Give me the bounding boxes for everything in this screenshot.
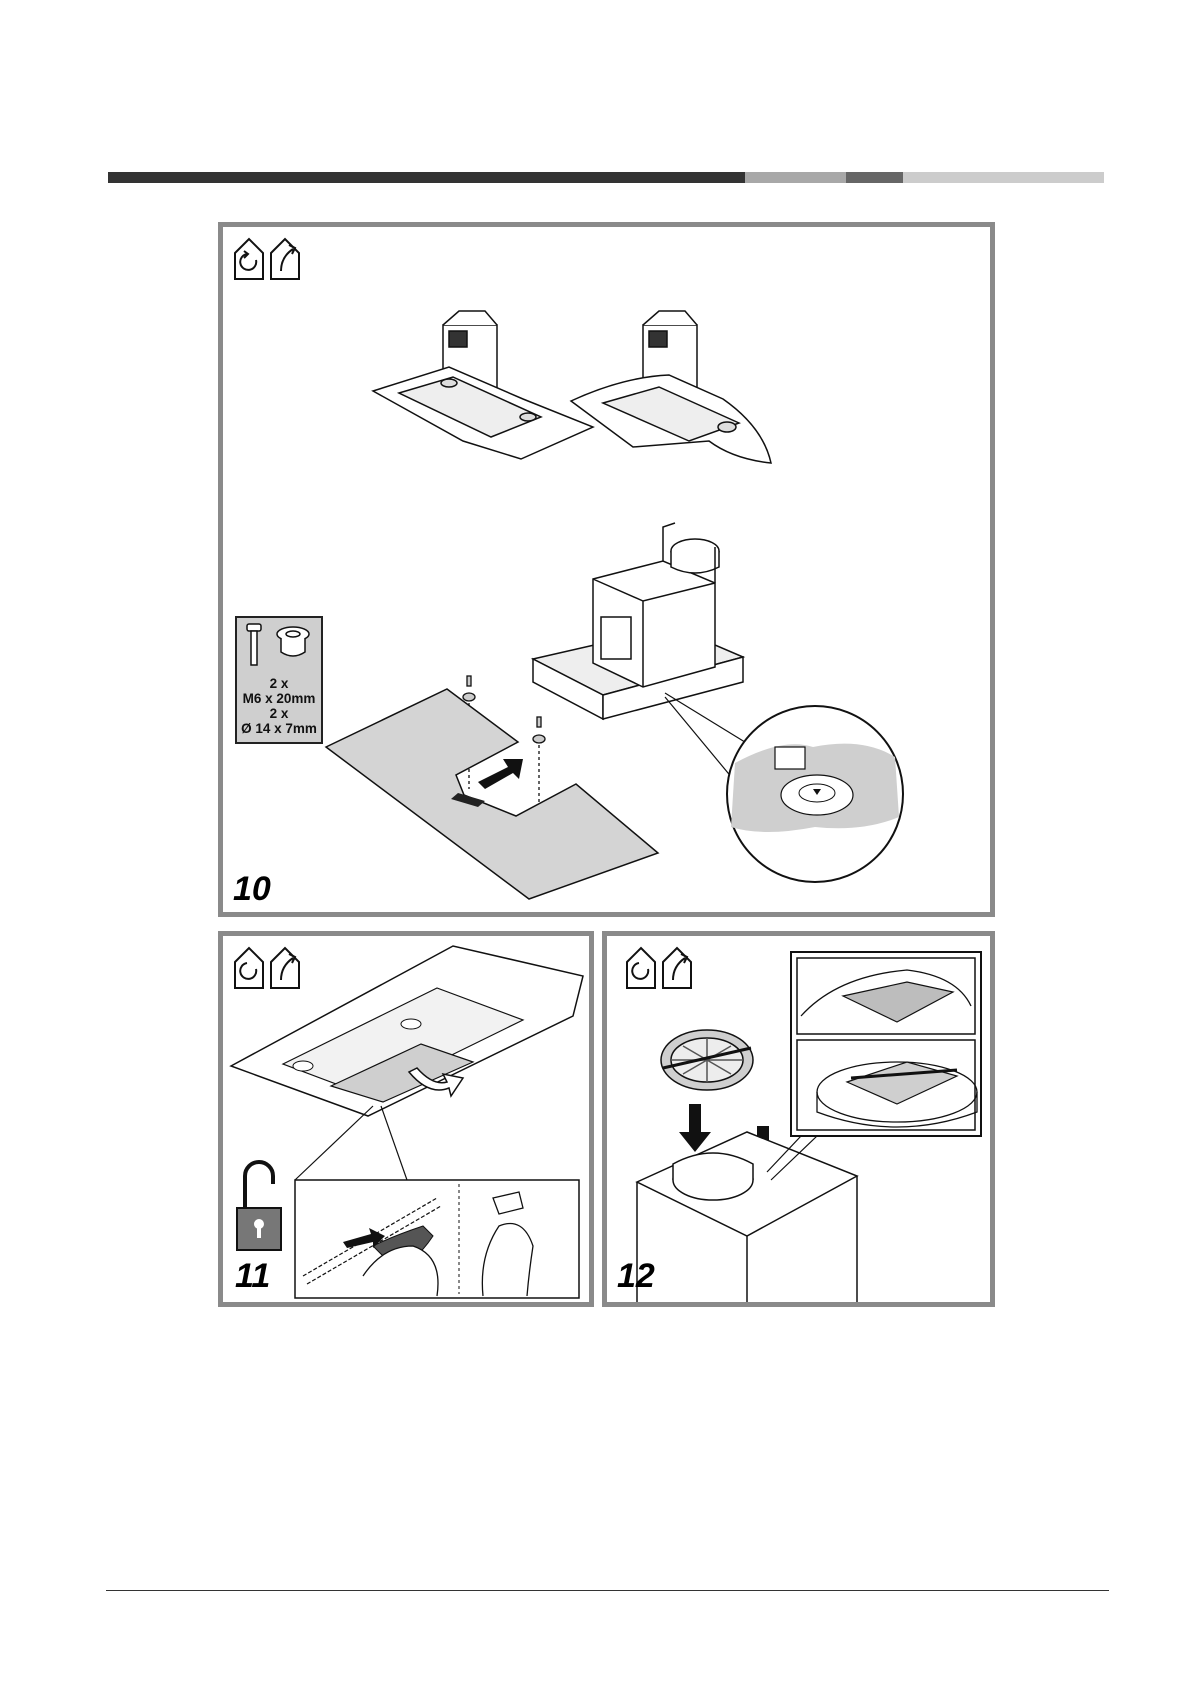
hood-motor-assembly bbox=[533, 523, 743, 719]
washer-icon bbox=[277, 627, 309, 656]
insert-arrow-icon bbox=[478, 759, 523, 789]
screw-quantity: 2 x bbox=[237, 676, 321, 691]
footer-rule bbox=[106, 1590, 1109, 1591]
step-10-panel: 2 x M6 x 20mm 2 x Ø 14 x 7mm 10 bbox=[218, 222, 995, 917]
insert-arrow-icon-left bbox=[679, 1104, 711, 1152]
hardware-kit-box: 2 x M6 x 20mm 2 x Ø 14 x 7mm bbox=[235, 616, 323, 744]
step-11-illustration bbox=[223, 936, 589, 1302]
zoom-leader-line-2 bbox=[665, 697, 733, 779]
hood-model-straight-glass bbox=[373, 311, 593, 459]
motor-housing bbox=[637, 1132, 857, 1302]
extraction-mode-icon bbox=[663, 948, 691, 988]
charcoal-filter-disc bbox=[661, 1030, 753, 1090]
extraction-mode-icon bbox=[271, 239, 299, 279]
recirculation-mode-icon bbox=[235, 948, 263, 988]
step-12-illustration bbox=[607, 936, 990, 1302]
screw-size: M6 x 20mm bbox=[237, 691, 321, 706]
step-number-12: 12 bbox=[617, 1259, 655, 1293]
step-number-10: 10 bbox=[233, 872, 271, 906]
drilling-template-sheet bbox=[326, 689, 658, 899]
hardware-icons bbox=[237, 618, 321, 674]
step-12-panel: 12 bbox=[602, 931, 995, 1307]
bar-segment-light bbox=[745, 172, 846, 183]
bar-segment-mid bbox=[846, 172, 903, 183]
step-11-panel: 11 bbox=[218, 931, 594, 1307]
zoom-detail-circle bbox=[727, 706, 903, 882]
bar-segment-pale bbox=[903, 172, 1104, 183]
zoom-leader-line bbox=[665, 693, 753, 747]
washer-quantity: 2 x bbox=[237, 706, 321, 721]
unlock-icon bbox=[237, 1162, 281, 1250]
bar-segment-dark bbox=[108, 172, 745, 183]
header-color-bar bbox=[108, 172, 1104, 183]
hardware-spec-text: 2 x M6 x 20mm 2 x Ø 14 x 7mm bbox=[237, 676, 321, 736]
step-number-11: 11 bbox=[235, 1259, 270, 1293]
screw-icon bbox=[247, 624, 261, 665]
recirculation-mode-icon bbox=[627, 948, 655, 988]
hood-model-curved-glass bbox=[571, 311, 771, 463]
washer-size: Ø 14 x 7mm bbox=[237, 721, 321, 736]
extraction-mode-icon bbox=[271, 948, 299, 988]
step-10-illustration bbox=[223, 227, 990, 912]
recirculation-mode-icon bbox=[235, 239, 263, 279]
